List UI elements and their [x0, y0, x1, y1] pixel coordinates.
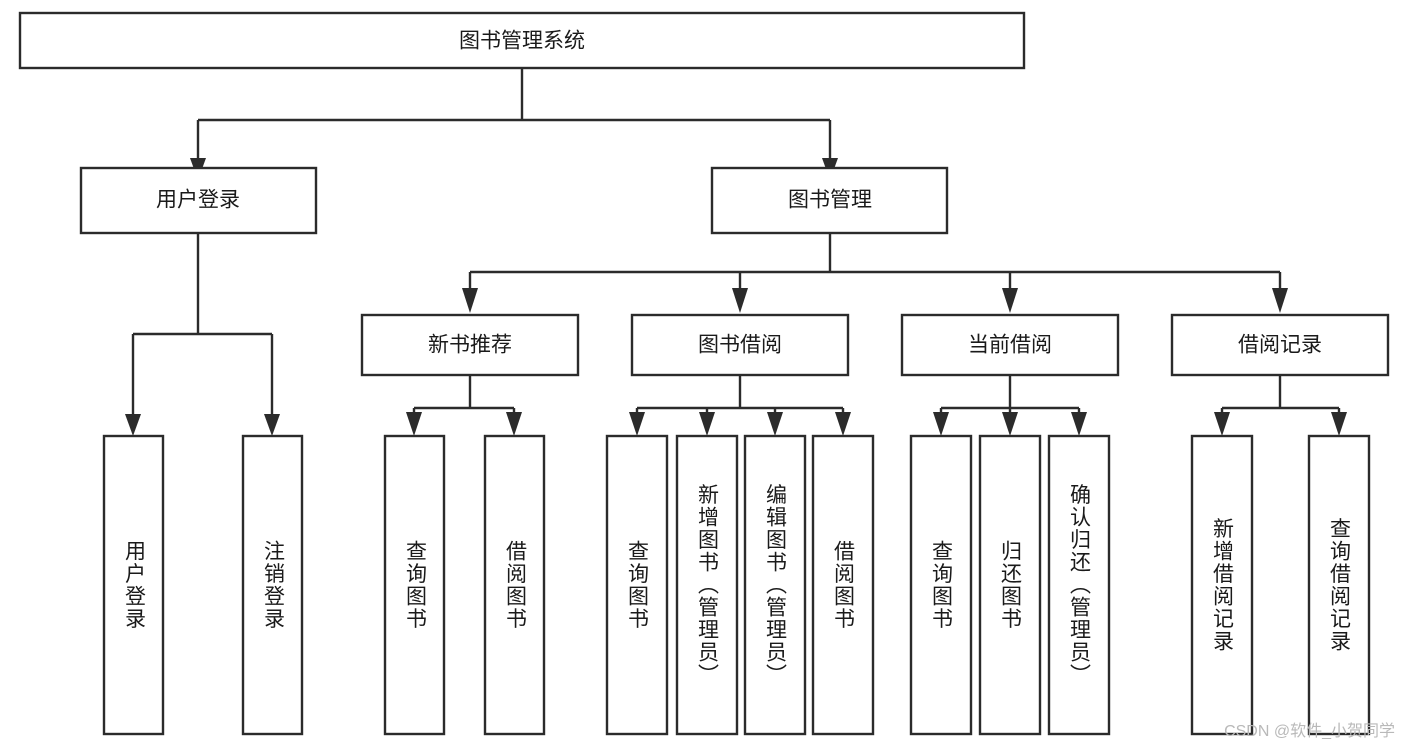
arrow-to-book-borrow: [732, 288, 748, 313]
leaf-book-borrow-query[interactable]: 查询图书: [605, 434, 669, 736]
node-user-login-box[interactable]: [79, 166, 318, 235]
connector-book-borrow-to-leaves: [635, 375, 845, 414]
leaf-label: 用户登录: [123, 540, 147, 630]
node-borrow-record-box[interactable]: [1170, 313, 1390, 377]
leaf-label: 注销登录: [262, 540, 286, 630]
node-current-borrow[interactable]: 当前借阅: [900, 313, 1120, 377]
leaf-box[interactable]: [811, 434, 875, 736]
leaf-label: 查询图书: [404, 540, 428, 630]
node-user-login[interactable]: 用户登录: [79, 166, 318, 235]
arrow-to-leaf-bb-add: [699, 412, 715, 436]
leaf-current-borrow-query[interactable]: 查询图书: [909, 434, 973, 736]
leaf-box[interactable]: [1190, 434, 1254, 736]
arrow-to-new-book: [462, 288, 478, 313]
arrow-to-leaf-nb-borrow: [506, 412, 522, 436]
arrow-to-leaf-bb-query: [629, 412, 645, 436]
leaf-current-borrow-return[interactable]: 归还图书: [978, 434, 1042, 736]
leaf-label: 新增图书（管理员）: [696, 484, 720, 687]
leaf-new-book-borrow[interactable]: 借阅图书: [483, 434, 546, 736]
leaf-label: 查询图书: [626, 540, 650, 630]
leaf-book-borrow-add[interactable]: 新增图书（管理员）: [675, 434, 739, 736]
leaf-user-login-logout[interactable]: 注销登录: [241, 434, 304, 736]
arrow-to-leaf-user-login: [125, 414, 141, 436]
connector-root-to-level2: [196, 68, 832, 158]
connector-new-book-to-leaves: [412, 375, 516, 414]
leaf-box[interactable]: [1307, 434, 1371, 736]
arrow-to-leaf-cb-query: [933, 412, 949, 436]
node-borrow-record-label: 借阅记录: [1238, 334, 1322, 357]
connector-current-borrow-to-leaves: [939, 375, 1081, 414]
connector-borrow-record-to-leaves: [1220, 375, 1341, 414]
arrow-to-leaf-br-add: [1214, 412, 1230, 436]
leaf-label: 借阅图书: [504, 540, 528, 630]
leaf-new-book-query[interactable]: 查询图书: [383, 434, 446, 736]
leaf-box[interactable]: [241, 434, 304, 736]
node-user-login-label: 用户登录: [156, 189, 240, 212]
node-root[interactable]: 图书管理系统: [18, 11, 1026, 70]
arrow-to-leaf-bb-edit: [767, 412, 783, 436]
leaf-box[interactable]: [978, 434, 1042, 736]
arrow-to-leaf-cb-return: [1002, 412, 1018, 436]
leaf-box[interactable]: [383, 434, 446, 736]
leaf-label: 查询借阅记录: [1328, 518, 1352, 653]
leaf-book-borrow-edit[interactable]: 编辑图书（管理员）: [743, 434, 807, 736]
node-book-borrow-label: 图书借阅: [698, 334, 782, 357]
leaf-borrow-record-add[interactable]: 新增借阅记录: [1190, 434, 1254, 736]
arrow-to-leaf-logout: [264, 414, 280, 436]
arrow-to-leaf-br-query: [1331, 412, 1347, 436]
leaf-box[interactable]: [102, 434, 165, 736]
leaf-box[interactable]: [1047, 434, 1111, 736]
leaf-box[interactable]: [743, 434, 807, 736]
leaf-box[interactable]: [483, 434, 546, 736]
node-new-book-recommend[interactable]: 新书推荐: [360, 313, 580, 377]
leaf-user-login-login[interactable]: 用户登录: [102, 434, 165, 736]
leaf-label: 归还图书: [999, 540, 1023, 630]
leaf-current-borrow-confirm[interactable]: 确认归还（管理员）: [1047, 434, 1111, 736]
node-book-borrow[interactable]: 图书借阅: [630, 313, 850, 377]
leaf-box[interactable]: [605, 434, 669, 736]
node-borrow-record[interactable]: 借阅记录: [1170, 313, 1390, 377]
arrow-to-current-borrow: [1002, 288, 1018, 313]
leaf-book-borrow-borrow[interactable]: 借阅图书: [811, 434, 875, 736]
connector-layer: [125, 68, 1347, 436]
node-book-manage-label: 图书管理: [788, 189, 872, 212]
leaf-borrow-record-query[interactable]: 查询借阅记录: [1307, 434, 1371, 736]
leaf-label: 编辑图书（管理员）: [764, 484, 788, 687]
node-current-borrow-label: 当前借阅: [968, 334, 1052, 357]
node-new-book-recommend-box[interactable]: [360, 313, 580, 377]
arrow-to-borrow-record: [1272, 288, 1288, 313]
node-current-borrow-box[interactable]: [900, 313, 1120, 377]
node-book-borrow-box[interactable]: [630, 313, 850, 377]
arrow-to-leaf-bb-borrow: [835, 412, 851, 436]
leaf-box[interactable]: [909, 434, 973, 736]
leaf-label: 确认归还（管理员）: [1068, 484, 1092, 687]
csdn-watermark: CSDN @软件_小贺同学: [1224, 723, 1395, 740]
node-root-box[interactable]: [18, 11, 1026, 70]
connector-user-login-to-leaves: [131, 233, 274, 414]
node-new-book-recommend-label: 新书推荐: [428, 334, 512, 357]
leaf-label: 借阅图书: [832, 540, 856, 630]
node-book-manage[interactable]: 图书管理: [710, 166, 949, 235]
arrow-to-leaf-cb-confirm: [1071, 412, 1087, 436]
leaf-label: 查询图书: [930, 540, 954, 630]
node-book-manage-box[interactable]: [710, 166, 949, 235]
leaf-box[interactable]: [675, 434, 739, 736]
connector-book-manage-to-level3: [468, 233, 1282, 288]
leaf-label: 新增借阅记录: [1211, 518, 1235, 653]
node-root-label: 图书管理系统: [459, 30, 585, 53]
arrow-to-leaf-nb-query: [406, 412, 422, 436]
